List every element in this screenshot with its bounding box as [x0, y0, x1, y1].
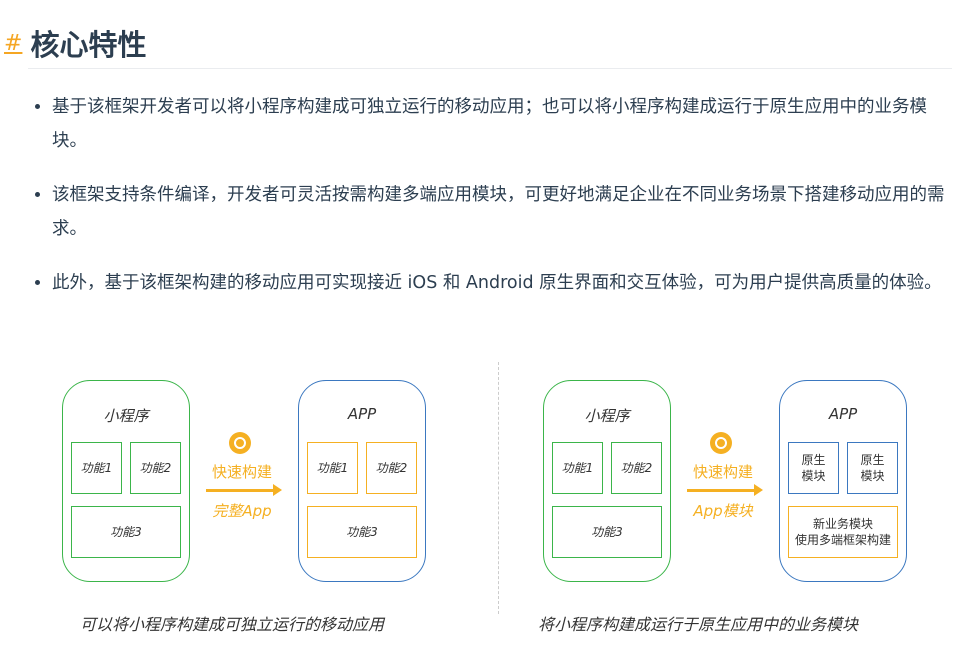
- diagram-caption: 可以将小程序构建成可独立运行的移动应用: [80, 615, 385, 634]
- app-title: APP: [347, 405, 377, 423]
- miniprogram-title: 小程序: [103, 407, 149, 425]
- arrow-label-bottom: App模块: [693, 502, 753, 520]
- app-box: [298, 380, 426, 582]
- framework-logo-icon: [710, 432, 732, 454]
- heading-title: 核心特性: [30, 28, 147, 62]
- feature-box: 功能2: [130, 442, 181, 494]
- miniprogram-box: [543, 380, 671, 582]
- miniprogram-title: 小程序: [584, 407, 630, 425]
- arrow-icon: [206, 484, 282, 496]
- anchor-link[interactable]: #: [4, 30, 23, 56]
- heading-divider: [28, 68, 952, 69]
- feature-box: 功能1: [307, 442, 358, 494]
- framework-logo-icon: [229, 432, 251, 454]
- feature-box: 功能3: [71, 506, 181, 558]
- app-title: APP: [828, 405, 858, 423]
- feature-box: 功能1: [71, 442, 122, 494]
- feature-box: 功能3: [307, 506, 417, 558]
- list-item: 此外，基于该框架构建的移动应用可实现接近 iOS 和 Android 原生界面和…: [52, 266, 960, 300]
- new-business-module-box: 新业务模块 使用多端框架构建: [788, 506, 898, 558]
- arrow-label-bottom: 完整App: [212, 502, 272, 520]
- native-module-box: 原生 模块: [847, 442, 898, 494]
- feature-box: 功能1: [552, 442, 603, 494]
- arrow-icon: [687, 484, 763, 496]
- diagram-caption: 将小程序构建成运行于原生应用中的业务模块: [538, 615, 859, 634]
- feature-box: 功能2: [366, 442, 417, 494]
- list-item: 基于该框架开发者可以将小程序构建成可独立运行的移动应用；也可以将小程序构建成运行…: [52, 90, 960, 158]
- native-module-box: 原生 模块: [788, 442, 839, 494]
- arrow-label-top: 快速构建: [211, 463, 272, 481]
- section-heading: # 核心特性: [4, 22, 146, 64]
- list-item: 该框架支持条件编译，开发者可灵活按需构建多端应用模块，可更好地满足企业在不同业务…: [52, 178, 960, 246]
- arrow-label-top: 快速构建: [692, 463, 753, 481]
- feature-box: 功能2: [611, 442, 662, 494]
- miniprogram-box: [62, 380, 190, 582]
- feature-box: 功能3: [552, 506, 662, 558]
- app-box: [779, 380, 907, 582]
- diagram-divider: [498, 362, 499, 614]
- feature-list: 基于该框架开发者可以将小程序构建成可独立运行的移动应用；也可以将小程序构建成运行…: [22, 90, 960, 320]
